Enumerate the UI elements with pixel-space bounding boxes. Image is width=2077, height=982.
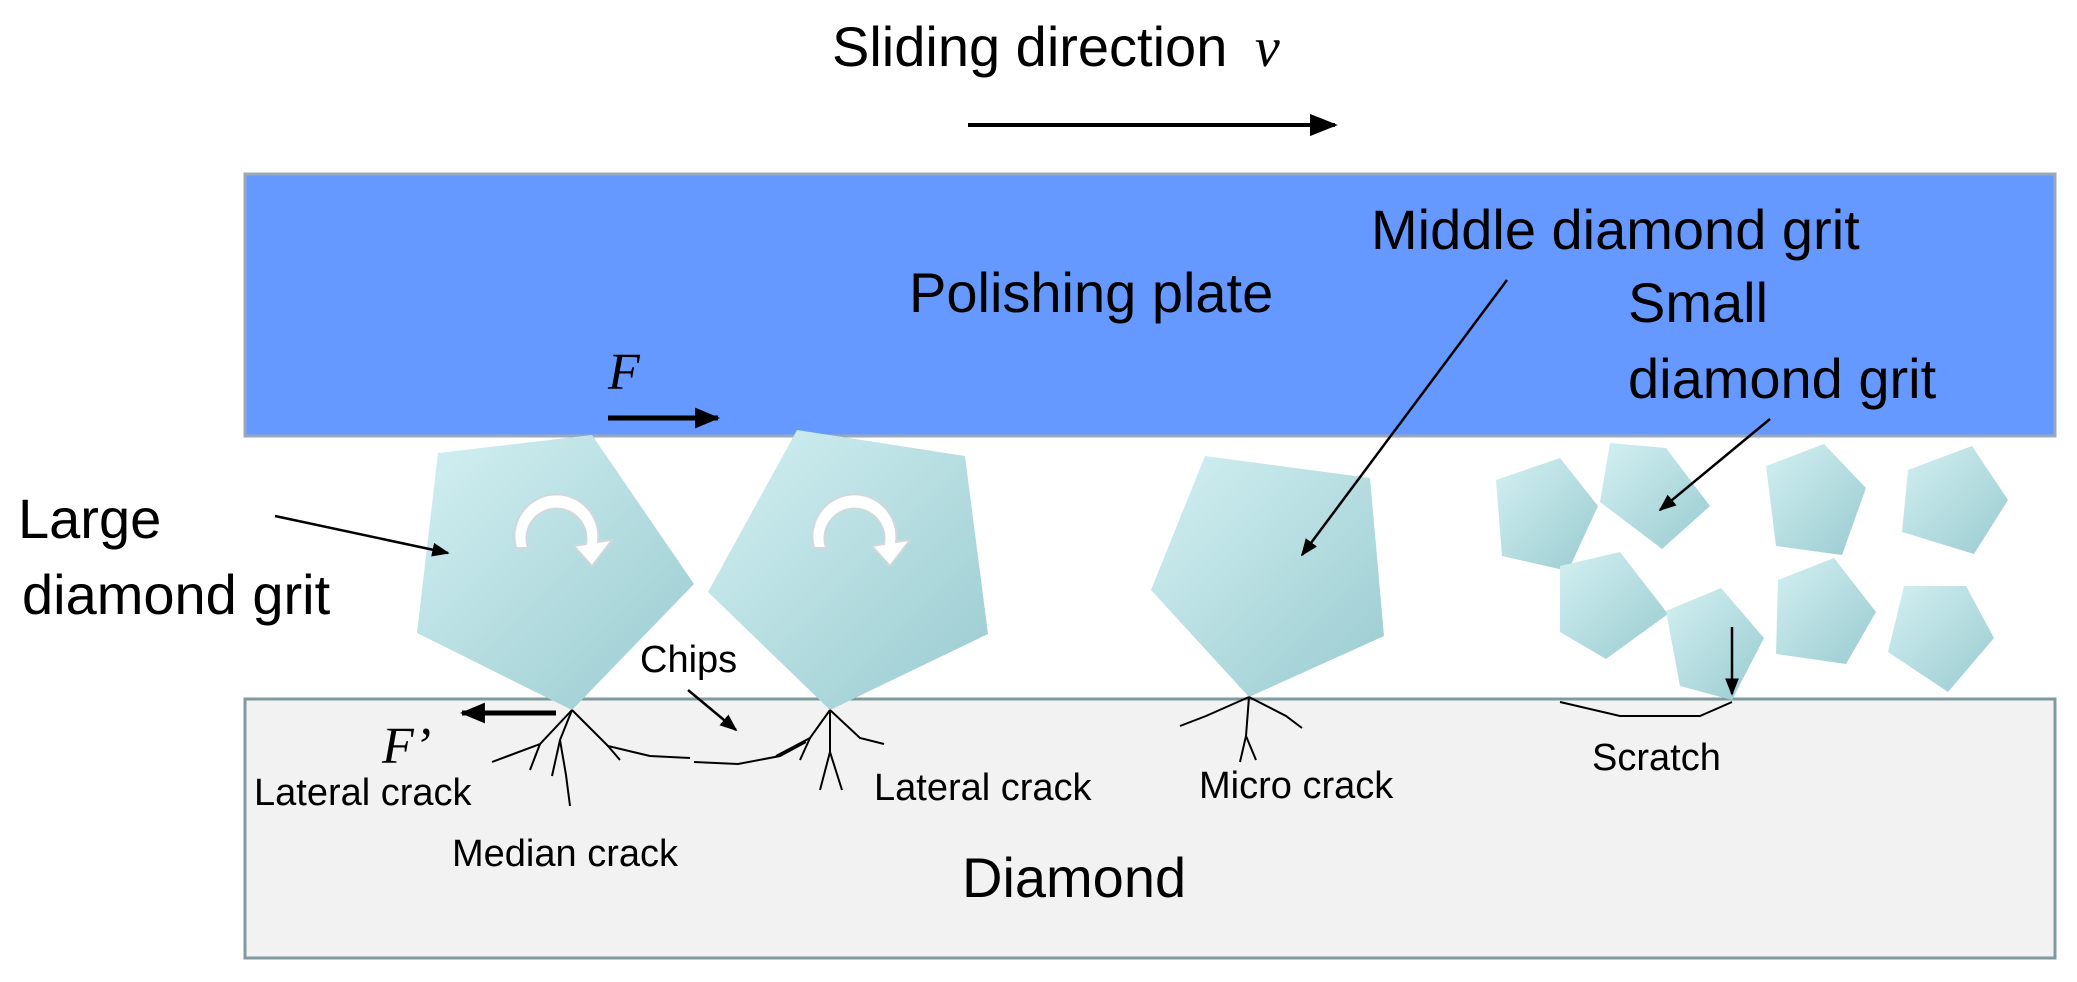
large-grit-pointer — [274, 514, 450, 557]
small-diamond-grit — [1902, 446, 2008, 554]
polishing-plate-label: Polishing plate — [909, 261, 1273, 324]
micro-crack-label: Micro crack — [1199, 765, 1394, 807]
large-grit-label-line1: Large — [18, 487, 161, 550]
sliding-direction-title: Sliding direction v — [832, 15, 1280, 79]
middle-grit-pointer — [1300, 279, 1509, 557]
chips-pointer — [687, 689, 738, 732]
polishing-plate — [243, 172, 2057, 438]
large-grit-label-line2: diamond grit — [22, 563, 331, 626]
small-diamond-grit — [1776, 558, 1876, 664]
diamond-label: Diamond — [962, 846, 1186, 909]
clockwise-rotation-arrow-icon — [811, 493, 913, 568]
force-f-symbol: F — [607, 344, 641, 401]
small-diamond-grit — [1888, 586, 1994, 692]
small-diamond-grit — [1666, 588, 1764, 700]
lateral-crack-label-1: Lateral crack — [254, 772, 473, 814]
sliding-direction-text: Sliding direction — [832, 15, 1227, 78]
small-grit-label-line2: diamond grit — [1628, 347, 1937, 410]
small-grit-label-line1: Small — [1628, 271, 1768, 334]
chips-label: Chips — [640, 639, 737, 681]
middle-grit-label: Middle diamond grit — [1371, 198, 1860, 261]
scratch-line — [1559, 701, 1733, 717]
small-diamond-grit — [1560, 552, 1668, 659]
small-diamond-grit — [1600, 443, 1710, 549]
scratch-label: Scratch — [1592, 737, 1721, 779]
sliding-velocity-symbol: v — [1255, 17, 1280, 79]
crack-lines-chips — [693, 741, 807, 766]
diamond-workpiece — [243, 697, 2057, 960]
large-diamond-grit-2 — [708, 430, 988, 710]
small-grit-pointer — [1658, 418, 1771, 512]
small-diamond-grit — [1496, 458, 1598, 571]
lateral-crack-label-2: Lateral crack — [874, 767, 1093, 809]
small-diamond-grit — [1766, 444, 1866, 555]
middle-diamond-grit — [1151, 456, 1384, 697]
crack-lines-middle — [1179, 696, 1303, 763]
clockwise-rotation-arrow-icon — [513, 493, 615, 568]
large-diamond-grit-1 — [417, 435, 694, 710]
median-crack-label: Median crack — [452, 833, 679, 875]
reaction-force-symbol: F’ — [381, 718, 431, 775]
crack-lines-grit-1 — [491, 709, 691, 807]
crack-lines-grit-2 — [775, 709, 885, 791]
